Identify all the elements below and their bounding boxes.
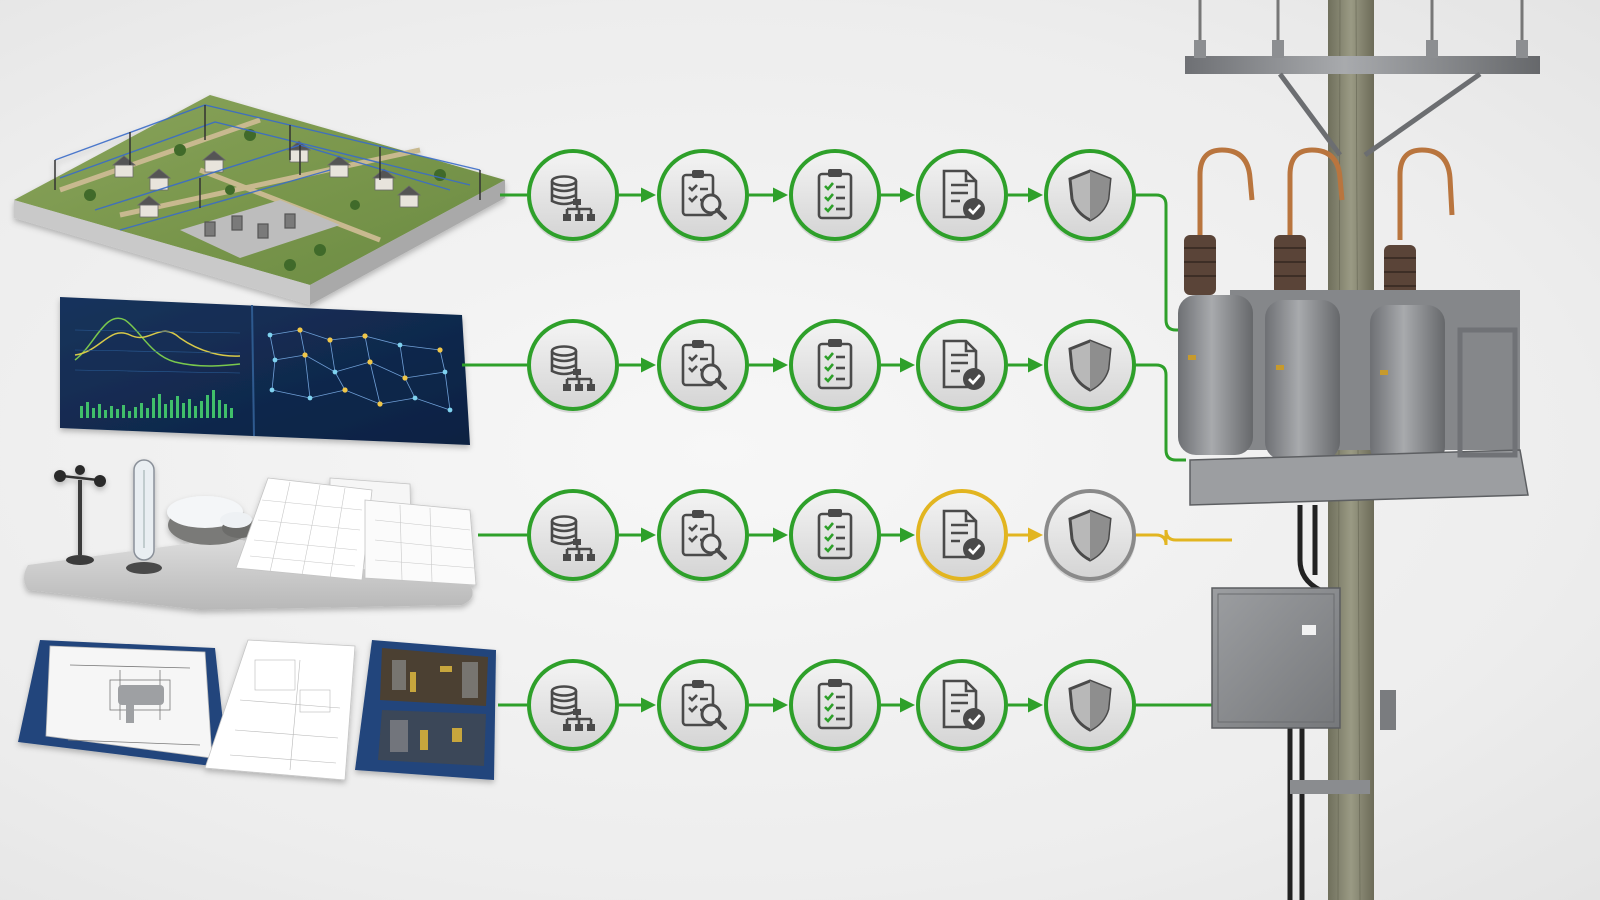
stage-node-data-ingest[interactable] <box>527 489 619 583</box>
stage-node-inspection[interactable] <box>657 489 749 583</box>
stage-node-protection[interactable] <box>1044 149 1136 243</box>
database-hierarchy-icon <box>550 685 595 731</box>
target-link <box>1134 529 1232 546</box>
shield-icon <box>1068 339 1112 392</box>
weather-data-source <box>24 459 477 610</box>
clipboard-magnifier-icon <box>681 510 727 560</box>
monitoring-dashboard-source <box>60 297 470 445</box>
weather-data-sheets <box>235 477 477 586</box>
stage-node-approval[interactable] <box>916 149 1008 243</box>
clipboard-magnifier-icon <box>681 170 727 220</box>
target-link <box>1134 193 1180 332</box>
pipeline-row-grid-model <box>527 149 1136 243</box>
thermometer-icon <box>126 459 162 574</box>
stage-node-checklist[interactable] <box>789 319 881 413</box>
stage-node-protection[interactable] <box>1044 489 1136 583</box>
recloser-pole-target <box>1178 0 1540 900</box>
stage-pipeline <box>527 149 1136 753</box>
stage-node-protection[interactable] <box>1044 319 1136 413</box>
stage-node-approval[interactable] <box>916 319 1008 413</box>
stage-node-data-ingest[interactable] <box>527 659 619 753</box>
clipboard-checklist-icon <box>817 339 853 390</box>
clipboard-checklist-icon <box>817 169 853 220</box>
stage-node-checklist[interactable] <box>789 149 881 243</box>
stage-node-protection[interactable] <box>1044 659 1136 753</box>
stage-node-inspection[interactable] <box>657 149 749 243</box>
grid-model-source <box>14 95 505 305</box>
stage-node-data-ingest[interactable] <box>527 149 619 243</box>
anemometer-icon <box>54 465 106 565</box>
pipeline-row-engineering-documents <box>527 659 1136 753</box>
clipboard-checklist-icon <box>817 679 853 730</box>
clipboard-magnifier-icon <box>681 340 727 390</box>
document-check-icon <box>942 509 985 560</box>
clipboard-checklist-icon <box>817 509 853 560</box>
target-link <box>1134 363 1186 462</box>
stage-node-inspection[interactable] <box>657 659 749 753</box>
stage-node-approval[interactable] <box>916 489 1008 583</box>
connector-lines <box>462 187 1232 713</box>
database-hierarchy-icon <box>550 175 595 221</box>
database-hierarchy-icon <box>550 515 595 561</box>
database-hierarchy-icon <box>550 345 595 391</box>
document-check-icon <box>942 169 985 220</box>
shield-icon <box>1068 509 1112 562</box>
stage-node-inspection[interactable] <box>657 319 749 413</box>
shield-icon <box>1068 169 1112 222</box>
shield-icon <box>1068 679 1112 732</box>
document-check-icon <box>942 679 985 730</box>
clipboard-magnifier-icon <box>681 680 727 730</box>
pipeline-row-monitoring-dashboard <box>527 319 1136 413</box>
engineering-documents-source <box>18 639 496 781</box>
stage-node-data-ingest[interactable] <box>527 319 619 413</box>
pipeline-row-weather-data <box>527 489 1136 583</box>
document-check-icon <box>942 339 985 390</box>
stage-node-checklist[interactable] <box>789 489 881 583</box>
stage-node-approval[interactable] <box>916 659 1008 753</box>
stage-node-checklist[interactable] <box>789 659 881 753</box>
